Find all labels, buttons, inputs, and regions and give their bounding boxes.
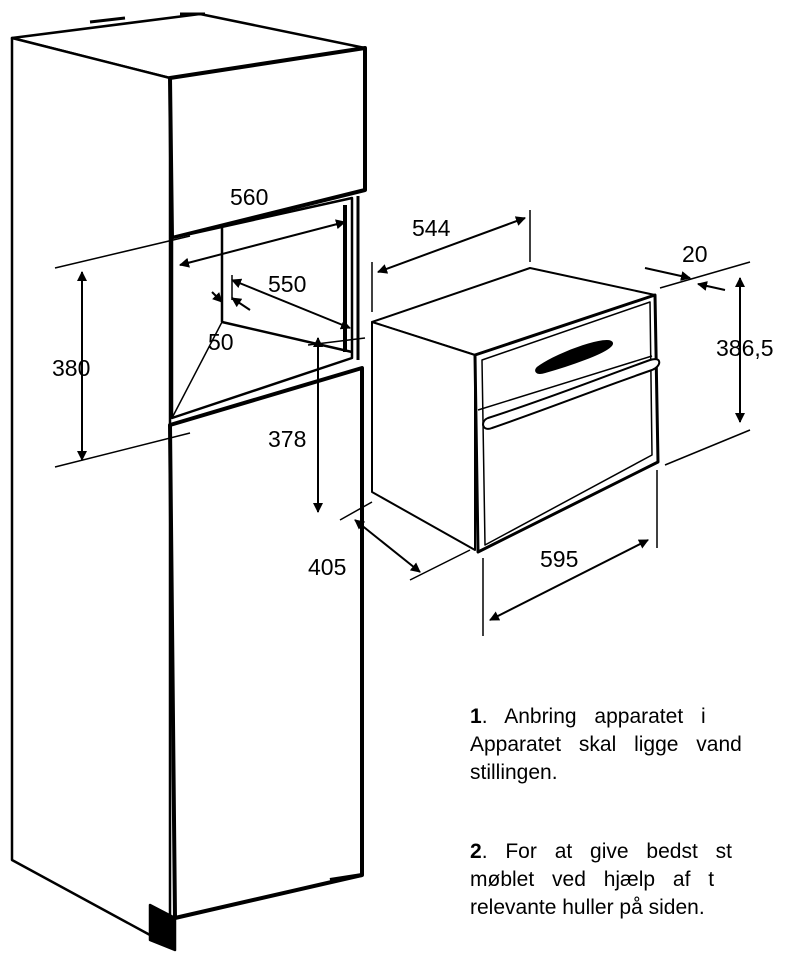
oven-handle-icon (482, 358, 661, 430)
step-line: Anbring apparatet i (504, 705, 706, 728)
dim-cabinet-width: 560 (230, 184, 268, 210)
dim-front-height: 386,5 (716, 335, 774, 361)
dim-front-thickness: 20 (682, 241, 708, 267)
dimension-labels: 560 550 50 380 378 544 20 386,5 405 595 (52, 184, 774, 580)
step-line: stillingen. (470, 761, 558, 784)
oven-side (371, 321, 476, 551)
step-line: Apparatet skal ligge vand (470, 733, 742, 756)
cabinet-upper-front (168, 46, 367, 240)
step-line: For at give bedst st (505, 840, 732, 863)
dim-front-width: 595 (540, 546, 578, 572)
cabinet (10, 12, 367, 952)
step-number: 2 (470, 840, 482, 863)
oven-display-slot (535, 339, 614, 374)
step-number: 1 (470, 705, 482, 728)
instruction-step-1: 1. Anbring apparatet i Apparatet skal li… (470, 703, 742, 787)
instruction-step-2: 2. For at give bedst st møblet ved hjælp… (470, 838, 732, 922)
oven-appliance (371, 267, 661, 554)
dim-niche-height: 380 (52, 355, 90, 381)
dim-oven-depth: 544 (412, 215, 451, 241)
step-line: relevante huller på siden. (470, 896, 705, 919)
dim-oven-side-depth: 405 (308, 554, 346, 580)
cabinet-left-side (10, 36, 172, 937)
dim-gap: 50 (208, 329, 234, 355)
step-line: møblet ved hjælp af t (470, 868, 715, 891)
cabinet-lower-door (168, 366, 364, 920)
dimension-lines (54, 210, 751, 636)
dim-opening-height: 378 (268, 426, 306, 452)
dim-niche-depth: 550 (268, 271, 306, 297)
cabinet-plinth (148, 903, 177, 952)
